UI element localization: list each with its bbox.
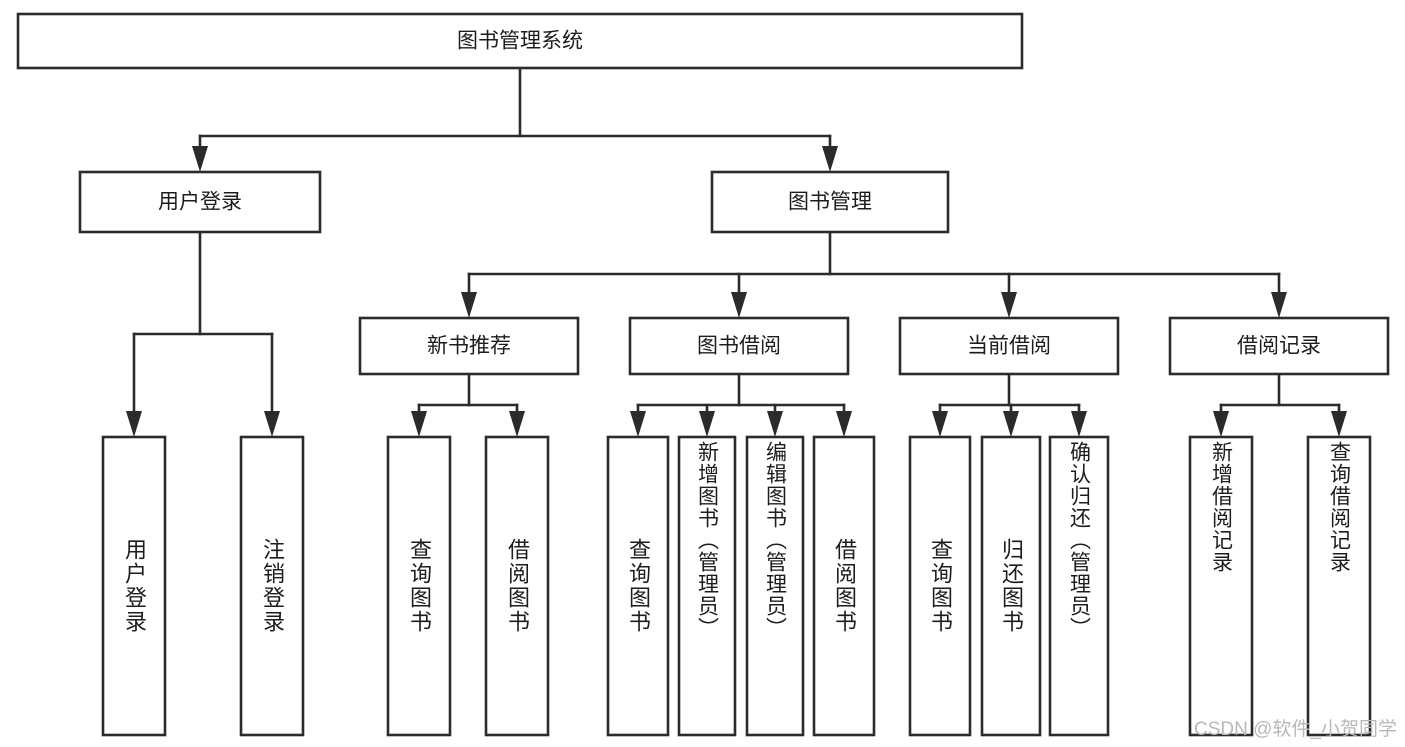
new-book-recommend-to-leaves-branch-0-arrowhead <box>411 411 427 437</box>
book-management-to-level3-branch-0-arrowhead <box>461 292 477 318</box>
node-root-root[interactable]: 图书管理系统 <box>16 12 1024 70</box>
current-borrow-to-leaves-branch-0-arrowhead <box>932 411 948 437</box>
node-user-login[interactable]: 用户登录 <box>78 170 322 234</box>
root-to-level2-branch-1-arrowhead <box>822 146 838 172</box>
current-borrow-to-leaves-branch-2-arrowhead <box>1071 411 1087 437</box>
book-borrow-to-leaves-branch-2-arrowhead <box>767 411 783 437</box>
book-borrow-to-leaves-branch-0-arrowhead <box>630 411 646 437</box>
new-book-recommend-to-leaves-branch-1-arrowhead <box>509 411 525 437</box>
node-book-borrow[interactable]: 图书借阅 <box>628 316 850 376</box>
node-borrow-record[interactable]: 借阅记录 <box>1168 316 1390 376</box>
book-management-to-level3-branch-3-arrowhead <box>1271 292 1287 318</box>
borrow-record-to-leaves-branch-0-arrowhead <box>1213 411 1229 437</box>
node-book-management-label: 图书管理 <box>788 191 872 214</box>
book-borrow-to-leaves-branch-3-arrowhead <box>836 411 852 437</box>
connector-layer <box>126 66 1347 437</box>
node-leaf-add-book[interactable] <box>677 435 737 737</box>
book-borrow-to-leaves-branch-1-arrowhead <box>699 411 715 437</box>
user-login-to-leaves-branch-1-arrowhead <box>264 411 280 437</box>
node-leaf-add-record[interactable] <box>1188 435 1254 737</box>
node-leaf-query-book-1[interactable] <box>386 435 452 737</box>
book-management-to-level3-branch-1-arrowhead <box>731 292 747 318</box>
node-borrow-record-label: 借阅记录 <box>1237 335 1321 358</box>
user-login-to-leaves-branch-0-arrowhead <box>126 411 142 437</box>
node-new-book-recommend-label: 新书推荐 <box>427 335 511 358</box>
node-book-management[interactable]: 图书管理 <box>710 170 950 234</box>
node-new-book-recommend[interactable]: 新书推荐 <box>358 316 580 376</box>
borrow-record-to-leaves-branch-1-arrowhead <box>1331 411 1347 437</box>
node-book-borrow-label: 图书借阅 <box>697 335 781 358</box>
node-leaf-edit-book[interactable] <box>745 435 805 737</box>
node-current-borrow-label: 当前借阅 <box>967 335 1051 358</box>
node-user-login-label: 用户登录 <box>158 191 242 214</box>
node-leaf-user-login[interactable] <box>101 435 167 737</box>
node-current-borrow[interactable]: 当前借阅 <box>898 316 1120 376</box>
node-leaf-borrow-book-1[interactable] <box>484 435 550 737</box>
node-leaf-borrow-book-2[interactable] <box>812 435 876 737</box>
node-leaf-logout[interactable] <box>239 435 305 737</box>
current-borrow-to-leaves-branch-1-arrowhead <box>1003 411 1019 437</box>
node-leaf-query-book-3[interactable] <box>908 435 972 737</box>
node-leaf-query-record[interactable] <box>1306 435 1372 737</box>
node-leaf-return-book[interactable] <box>980 435 1042 737</box>
node-leaf-confirm-return[interactable] <box>1048 435 1110 737</box>
book-management-to-level3-branch-2-arrowhead <box>1001 292 1017 318</box>
node-root-root-label: 图书管理系统 <box>457 30 583 53</box>
node-leaf-query-book-2[interactable] <box>606 435 670 737</box>
root-to-level2-branch-0-arrowhead <box>192 146 208 172</box>
